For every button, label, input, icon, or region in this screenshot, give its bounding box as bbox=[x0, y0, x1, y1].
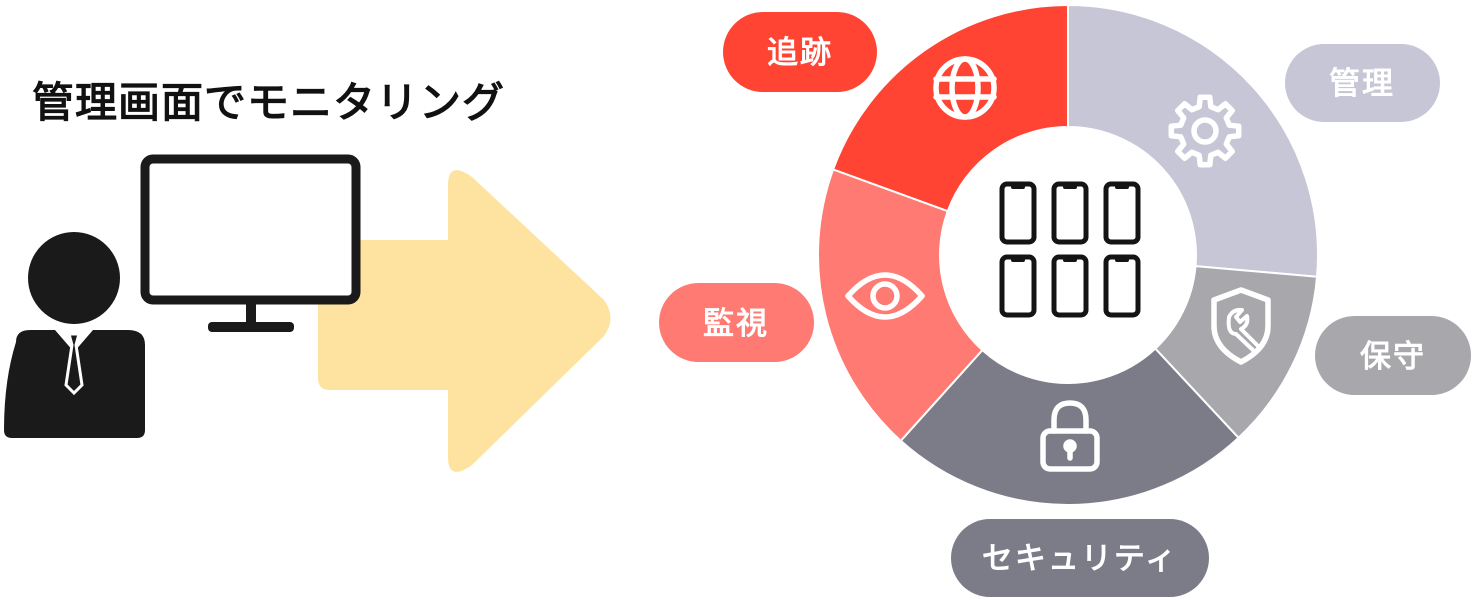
shield-wrench-icon bbox=[1211, 287, 1271, 365]
flow-arrow bbox=[318, 170, 611, 472]
smartphone-icon bbox=[1051, 181, 1089, 245]
smartphone-grid-icon bbox=[999, 181, 1141, 318]
lock-icon bbox=[1040, 400, 1100, 472]
smartphone-icon bbox=[1103, 254, 1141, 318]
globe-icon bbox=[933, 56, 997, 120]
label-monitoring: 監視 bbox=[659, 283, 814, 362]
person-icon bbox=[4, 232, 145, 438]
label-management-text: 管理 bbox=[1329, 66, 1395, 102]
label-tracking-text: 追跡 bbox=[767, 35, 833, 71]
smartphone-icon bbox=[1051, 254, 1089, 318]
label-maintenance: 保守 bbox=[1315, 316, 1471, 395]
smartphone-icon bbox=[1103, 181, 1141, 245]
gear-icon bbox=[1168, 94, 1242, 168]
smartphone-icon bbox=[999, 181, 1037, 245]
smartphone-icon bbox=[999, 254, 1037, 318]
service-ring bbox=[817, 3, 1319, 506]
label-security: セキュリティ bbox=[951, 519, 1209, 597]
monitor-icon bbox=[140, 154, 361, 332]
headline: 管理画面でモニタリング bbox=[32, 78, 505, 127]
label-maintenance-text: 保守 bbox=[1360, 339, 1426, 375]
label-monitoring-text: 監視 bbox=[703, 306, 769, 342]
label-tracking: 追跡 bbox=[723, 12, 877, 92]
label-security-text: セキュリティ bbox=[982, 541, 1178, 577]
label-management: 管理 bbox=[1285, 44, 1440, 122]
eye-icon bbox=[845, 272, 925, 320]
